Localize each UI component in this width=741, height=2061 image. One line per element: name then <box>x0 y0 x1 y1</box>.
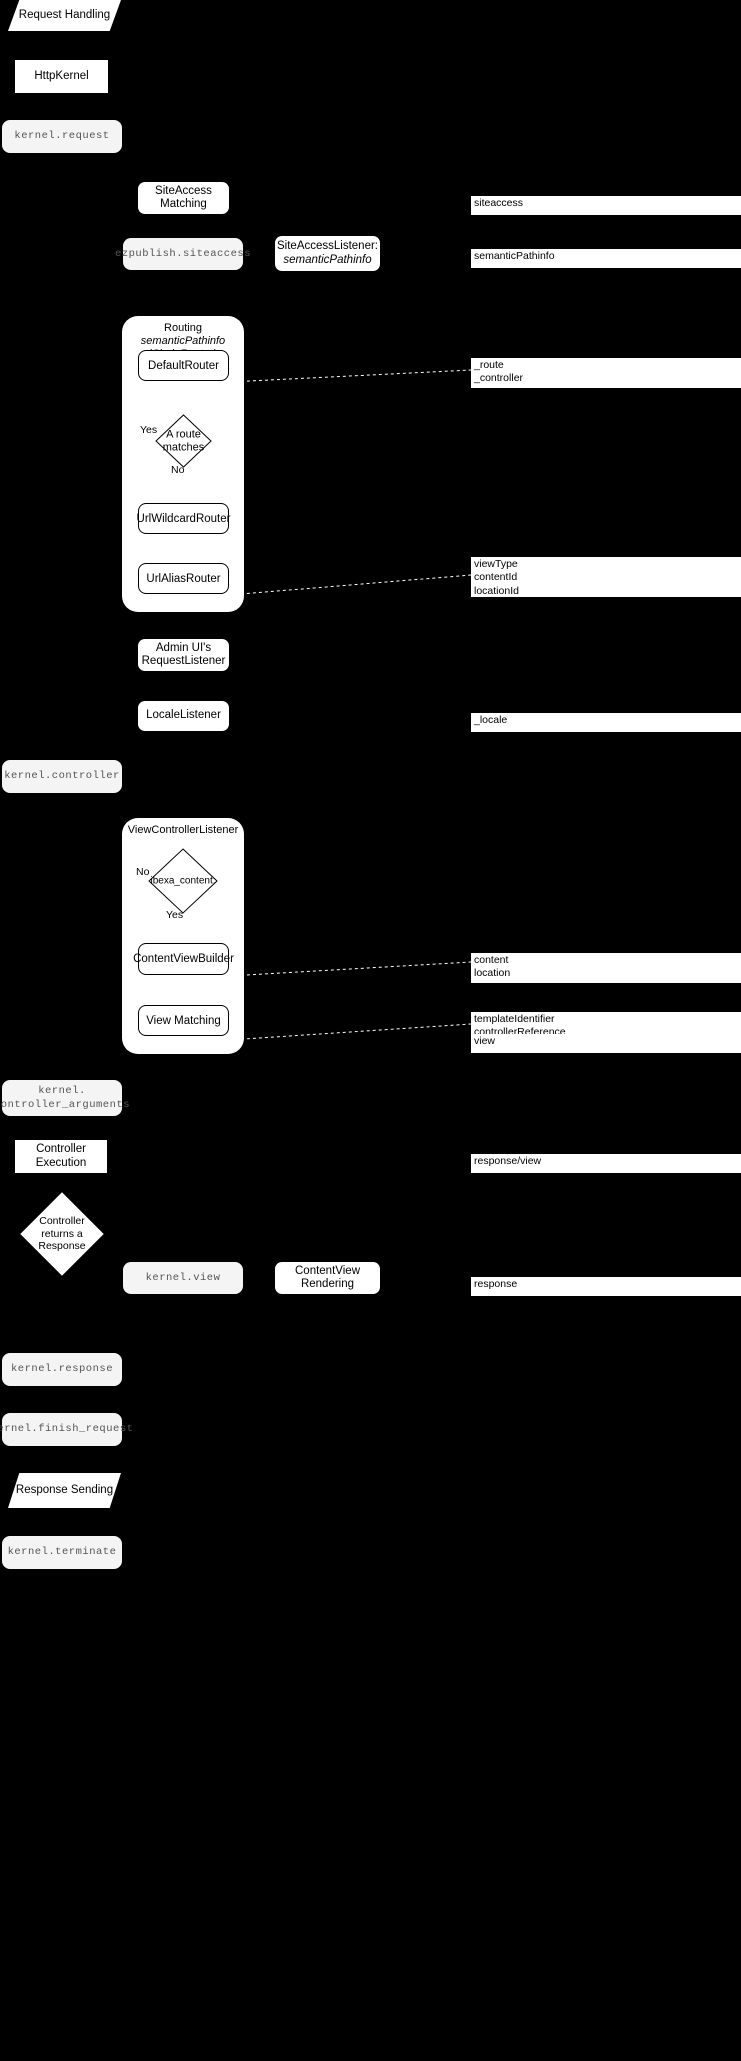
edge-label-route-no: No <box>171 464 185 476</box>
attr-view: view <box>471 1034 741 1053</box>
route-matches-line2: matches <box>162 441 205 453</box>
banner-response-sending: Response Sending <box>8 1473 121 1508</box>
attr-locale: _locale <box>471 713 741 732</box>
node-controller-execution[interactable]: Controller Execution <box>15 1140 107 1173</box>
node-siteaccess-matching-label: SiteAccess Matching <box>155 184 212 210</box>
node-admin-ui-request-listener-line2: RequestListener <box>141 655 226 667</box>
node-url-wildcard-router-label: UrlWildcardRouter <box>136 512 231 525</box>
attr-siteaccess: siteaccess <box>471 196 741 215</box>
node-content-view-builder[interactable]: ContentViewBuilder <box>133 943 234 975</box>
container-view-controller-listener-title: ViewControllerListener <box>122 824 244 837</box>
attr-response-line: response <box>474 1278 518 1290</box>
crr-line3: Response <box>38 1240 86 1253</box>
node-siteaccess-listener[interactable]: SiteAccessListener: semanticPathinfo <box>275 236 380 271</box>
event-kernel-view[interactable]: kernel.view <box>123 1262 243 1294</box>
attr-viewtype-line: viewType <box>474 558 518 570</box>
routing-title-italic: semanticPathinfo <box>140 335 226 348</box>
attr-locale-line: _locale <box>474 714 508 726</box>
routing-title-prefix: Routing <box>164 322 202 334</box>
attr-content-line: content <box>474 954 509 966</box>
node-contentview-rendering-label: ContentView Rendering <box>295 1264 360 1290</box>
node-url-alias-router[interactable]: UrlAliasRouter <box>138 563 229 594</box>
event-kernel-controller-arguments[interactable]: kernel. controller_arguments <box>0 1080 130 1116</box>
event-kernel-terminate[interactable]: kernel.terminate <box>2 1536 122 1569</box>
attr-route-line: _route <box>474 359 504 371</box>
decision-ibexa-content-shape <box>148 848 218 914</box>
attr-content-location: content location <box>471 953 741 983</box>
node-siteaccess-listener-line1: SiteAccessListener: <box>277 240 378 253</box>
node-content-view-builder-label: ContentViewBuilder <box>133 953 234 965</box>
node-view-matching[interactable]: View Matching <box>138 1005 229 1036</box>
attr-route-controller: _route _controller <box>471 358 741 388</box>
edge-label-route-yes: Yes <box>140 424 158 436</box>
node-siteaccess-matching[interactable]: SiteAccess Matching <box>138 182 229 214</box>
attr-contentid-line: contentId <box>474 571 518 584</box>
event-kernel-controller-arguments-label-line1: kernel. <box>38 1084 86 1097</box>
crr-line1: Controller <box>39 1215 85 1228</box>
event-kernel-response[interactable]: kernel.response <box>2 1353 122 1386</box>
node-admin-ui-request-listener-line1: Admin UI's <box>155 641 212 654</box>
view-controller-title-label: ViewControllerListener <box>127 824 239 836</box>
node-url-wildcard-router[interactable]: UrlWildcardRouter <box>136 503 231 534</box>
attr-view-line: view <box>474 1035 496 1047</box>
event-kernel-controller[interactable]: kernel.controller <box>2 760 122 793</box>
decision-a-route-matches-shape <box>155 414 212 468</box>
event-kernel-finish-request[interactable]: kernel.finish_request <box>0 1413 133 1446</box>
decision-a-route-matches[interactable]: A route matches <box>155 414 212 468</box>
attr-location-line: location <box>474 967 511 980</box>
attr-semanticpathinfo: semanticPathinfo <box>471 249 741 268</box>
node-default-router[interactable]: DefaultRouter <box>138 350 229 381</box>
event-kernel-response-label: kernel.response <box>10 1363 113 1376</box>
edge-label-ibexa-yes: Yes <box>166 909 184 921</box>
event-kernel-terminate-label: kernel.terminate <box>7 1546 117 1559</box>
node-siteaccess-listener-line2: semanticPathinfo <box>283 253 372 266</box>
event-ezpublish-siteaccess-label: ezpublish.siteaccess <box>114 247 252 260</box>
attr-controller-line: _controller <box>474 372 524 385</box>
event-kernel-view-label: kernel.view <box>145 1271 221 1284</box>
attr-semanticpathinfo-line: semanticPathinfo <box>474 250 555 262</box>
event-kernel-controller-label: kernel.controller <box>4 770 120 783</box>
attr-locationid-line: locationId <box>474 584 519 597</box>
attr-response: response <box>471 1277 741 1296</box>
attr-response-view-line: response/view <box>474 1155 542 1167</box>
node-httpkernel[interactable]: HttpKernel <box>15 60 108 93</box>
event-kernel-controller-arguments-label-line2: controller_arguments <box>0 1099 131 1111</box>
node-url-alias-router-label: UrlAliasRouter <box>146 572 221 585</box>
event-kernel-request-label: kernel.request <box>14 130 110 143</box>
node-httpkernel-label: HttpKernel <box>34 69 89 82</box>
attr-templateidentifier-line: templateIdentifier <box>474 1013 555 1025</box>
event-kernel-request[interactable]: kernel.request <box>2 120 122 153</box>
event-kernel-finish-request-label: kernel.finish_request <box>0 1423 134 1436</box>
node-view-matching-label: View Matching <box>146 1014 221 1027</box>
event-ezpublish-siteaccess[interactable]: ezpublish.siteaccess <box>115 238 251 270</box>
decision-a-route-matches-text: A route matches <box>155 428 212 453</box>
banner-response-sending-label: Response Sending <box>15 1483 114 1496</box>
decision-controller-returns-response-text: Controller returns a Response <box>20 1215 104 1253</box>
node-admin-ui-request-listener[interactable]: Admin UI's RequestListener <box>138 639 229 671</box>
node-controller-execution-label: Controller Execution <box>35 1143 87 1169</box>
node-locale-listener-label: LocaleListener <box>146 709 221 722</box>
decision-ibexa-content-text: ibexa_content: <box>148 875 218 887</box>
banner-request-handling-label: Request Handling <box>18 8 111 21</box>
banner-request-handling: Request Handling <box>8 0 121 31</box>
attr-siteaccess-line: siteaccess <box>474 197 524 209</box>
ibexa-content-label: ibexa_content: <box>150 875 216 887</box>
edge-label-ibexa-no: No <box>136 866 150 878</box>
decision-ibexa-content[interactable]: ibexa_content: <box>148 848 218 914</box>
node-locale-listener[interactable]: LocaleListener <box>138 701 229 731</box>
decision-diamond-shape <box>20 1192 104 1276</box>
crr-line2: returns a <box>41 1227 83 1240</box>
attr-viewtype: viewType contentId locationId <box>471 557 741 597</box>
attr-response-view: response/view <box>471 1154 741 1173</box>
route-matches-line1: A route <box>166 428 201 441</box>
node-contentview-rendering[interactable]: ContentView Rendering <box>275 1262 380 1294</box>
node-default-router-label: DefaultRouter <box>148 359 219 372</box>
decision-controller-returns-response[interactable]: Controller returns a Response <box>20 1192 104 1276</box>
